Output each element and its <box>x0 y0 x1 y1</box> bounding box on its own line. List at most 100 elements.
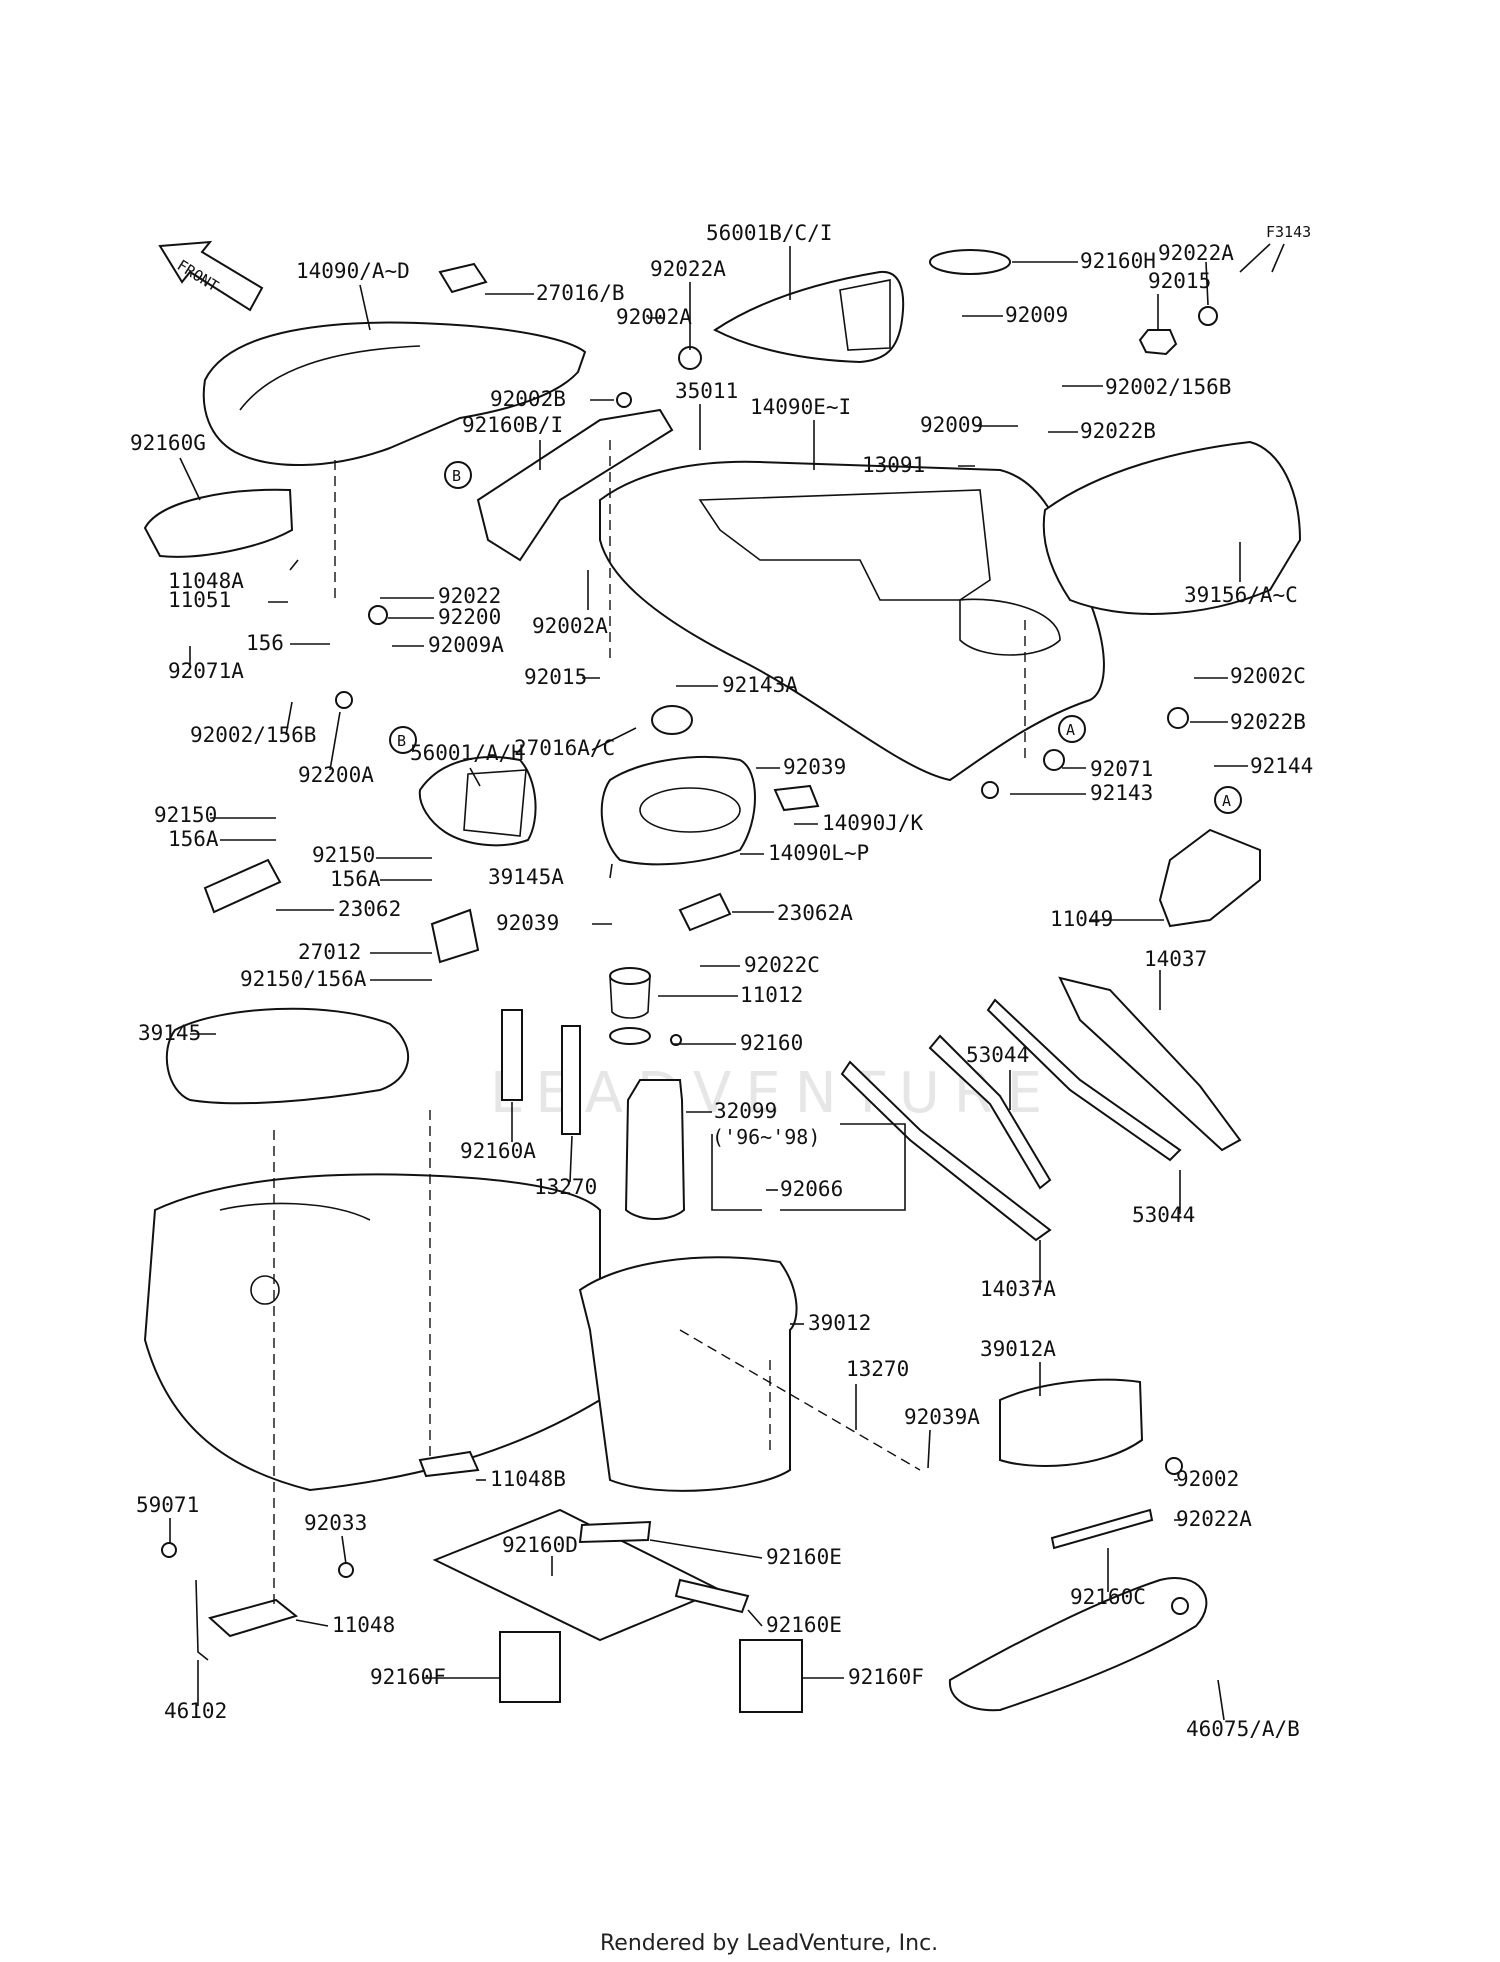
part-label: 14090J/K <box>822 811 924 835</box>
bracket-11049 <box>1158 828 1261 928</box>
svg-text:A: A <box>1222 792 1231 810</box>
part-label: 32099 <box>714 1099 777 1123</box>
leader-line <box>649 1539 763 1559</box>
leader-line <box>569 1135 573 1183</box>
part-label: 92002/156B <box>190 723 316 747</box>
part-label: 92002B <box>490 387 566 411</box>
part-label: 92015 <box>1148 269 1211 293</box>
leader-line <box>329 711 341 771</box>
leader-line <box>179 457 201 501</box>
plate-27012 <box>430 908 480 964</box>
footer-credit: Rendered by LeadVenture, Inc. <box>600 1931 938 1956</box>
part-label: 11048A <box>168 569 244 593</box>
hood <box>1042 440 1302 615</box>
part-label: 56001/A/H <box>410 741 524 765</box>
leader-line <box>1205 261 1209 306</box>
period-note: ('96~'98) <box>712 1125 820 1149</box>
part-label: 92160G <box>130 431 206 455</box>
part-label: 92150/156A <box>240 967 367 991</box>
part-label: 13091 <box>862 453 925 477</box>
part-label: 35011 <box>675 379 738 403</box>
leader-line <box>469 767 481 787</box>
part-label: 156A <box>330 867 381 891</box>
part-label: 27016A/C <box>514 736 615 760</box>
leader-line <box>295 1619 329 1627</box>
hull-body <box>143 1173 601 1492</box>
plate-11048b <box>418 1450 480 1478</box>
part-label: 92066 <box>780 1177 843 1201</box>
part-label: 39145 <box>138 1021 201 1045</box>
storage-bin <box>578 1256 798 1492</box>
part-label: 92150 <box>154 803 217 827</box>
part-label: 92071 <box>1090 757 1153 781</box>
part-label: 13270 <box>846 1357 909 1381</box>
part-label: 92160E <box>766 1545 842 1569</box>
part-label: 27012 <box>298 940 361 964</box>
plug <box>438 262 488 294</box>
part-label: 92200 <box>438 605 501 629</box>
mirror-lower <box>418 756 537 847</box>
callout-a-1: A <box>1058 715 1086 743</box>
leader-line <box>927 1429 931 1469</box>
part-label: 46075/A/B <box>1186 1717 1300 1741</box>
part-label: 11051 <box>168 588 231 612</box>
mirror-upper <box>713 270 905 364</box>
seal-39145 <box>165 1007 409 1105</box>
rail-46075 <box>948 1577 1208 1712</box>
bracket-92160b <box>476 408 674 562</box>
part-label: 39145A <box>488 865 564 889</box>
leader-line <box>289 559 299 571</box>
part-label: 92009 <box>1005 303 1068 327</box>
part-label: 23062 <box>338 897 401 921</box>
part-label: 11049 <box>1050 907 1113 931</box>
part-label: 92160B/I <box>462 413 563 437</box>
part-label: 92039 <box>783 755 846 779</box>
part-label: 27016/B <box>536 281 625 305</box>
part-label: 53044 <box>966 1043 1029 1067</box>
part-label: 39156/A~C <box>1184 583 1298 607</box>
part-label: 92022B <box>1230 710 1306 734</box>
part-label: 92022A <box>1158 241 1234 265</box>
leader-line <box>359 284 371 331</box>
front-arrow: FRONT <box>158 240 264 312</box>
strip-92160a <box>501 1009 523 1101</box>
callout-a-2: A <box>1214 786 1242 814</box>
part-label: 156A <box>168 827 219 851</box>
part-labels: 14090/A~D27016/B56001B/C/I92022A92002A92… <box>130 221 1313 1741</box>
leader-line <box>747 1609 763 1627</box>
part-label: 92002/156B <box>1105 375 1231 399</box>
pad-92160h <box>929 249 1011 275</box>
part-label: 23062A <box>777 901 853 925</box>
part-label: 53044 <box>1132 1203 1195 1227</box>
part-label: 92022A <box>1176 1507 1252 1531</box>
part-label: 92071A <box>168 659 244 683</box>
part-label: 92160C <box>1070 1585 1146 1609</box>
part-label: 92039A <box>904 1405 980 1429</box>
part-label: 14037A <box>980 1277 1056 1301</box>
watermark: LEADVENTURE <box>490 1061 1056 1126</box>
svg-text:B: B <box>397 732 406 750</box>
hose-32099 <box>624 1079 686 1220</box>
part-label: 92009 <box>920 413 983 437</box>
front-cover <box>202 321 587 467</box>
cap-11012 <box>609 967 651 985</box>
part-label: 92160F <box>370 1665 446 1689</box>
part-label: 56001B/C/I <box>706 221 832 245</box>
part-label: 92143 <box>1090 781 1153 805</box>
part-label: 92022 <box>438 584 501 608</box>
part-label: 14090L~P <box>768 841 869 865</box>
part-label: 14037 <box>1144 947 1207 971</box>
part-label: 11012 <box>740 983 803 1007</box>
part-label: 92150 <box>312 843 375 867</box>
duct-14037 <box>1058 976 1242 1152</box>
deck <box>599 460 1105 782</box>
leader-line <box>285 701 293 736</box>
part-label: 92160A <box>460 1139 536 1163</box>
part-label: 92002A <box>532 614 608 638</box>
part-label: 92022B <box>1080 419 1156 443</box>
part-label: 39012 <box>808 1311 871 1335</box>
part-label: 92022C <box>744 953 820 977</box>
part-label: 46102 <box>164 1699 227 1723</box>
part-label: 14090/A~D <box>296 259 410 283</box>
